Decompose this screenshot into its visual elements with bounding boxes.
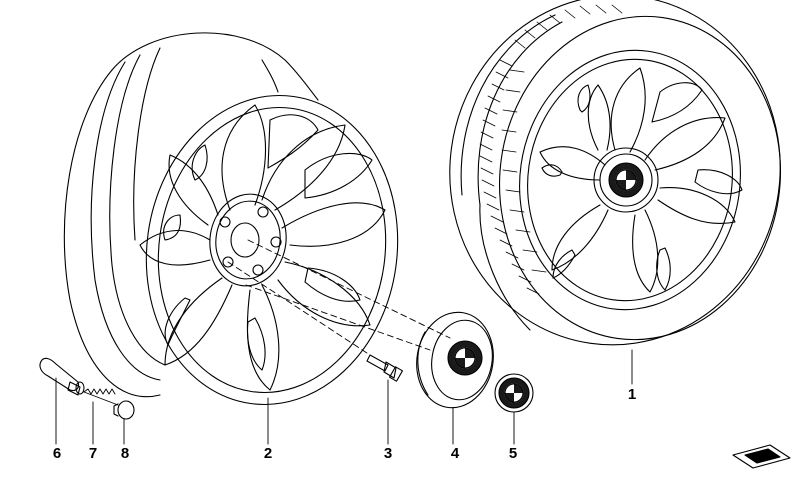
alloy-rim: [63, 32, 399, 406]
complete-wheel-with-tire: [449, 0, 782, 346]
leader-lines: [55, 349, 633, 445]
callout-4: 4: [450, 445, 460, 462]
alignment-lines: [227, 239, 451, 356]
emblem-badge: [494, 373, 534, 413]
valve-stem: [39, 357, 85, 396]
callout-1: 1: [627, 386, 637, 403]
bmw-emblem-icon: [498, 377, 530, 409]
callout-3: 3: [383, 445, 393, 462]
bmw-emblem-icon: [447, 340, 483, 376]
hub-cap: [416, 311, 494, 409]
valve-core: [83, 388, 119, 406]
callout-5: 5: [508, 445, 518, 462]
callout-8: 8: [120, 445, 130, 462]
valve-cap: [113, 400, 135, 420]
wheel-bolt: [366, 354, 404, 382]
callout-6: 6: [52, 445, 62, 462]
catalog-corner-logo: [732, 444, 791, 469]
callout-7: 7: [88, 445, 98, 462]
callout-2: 2: [263, 445, 273, 462]
bmw-emblem-icon: [608, 162, 644, 198]
